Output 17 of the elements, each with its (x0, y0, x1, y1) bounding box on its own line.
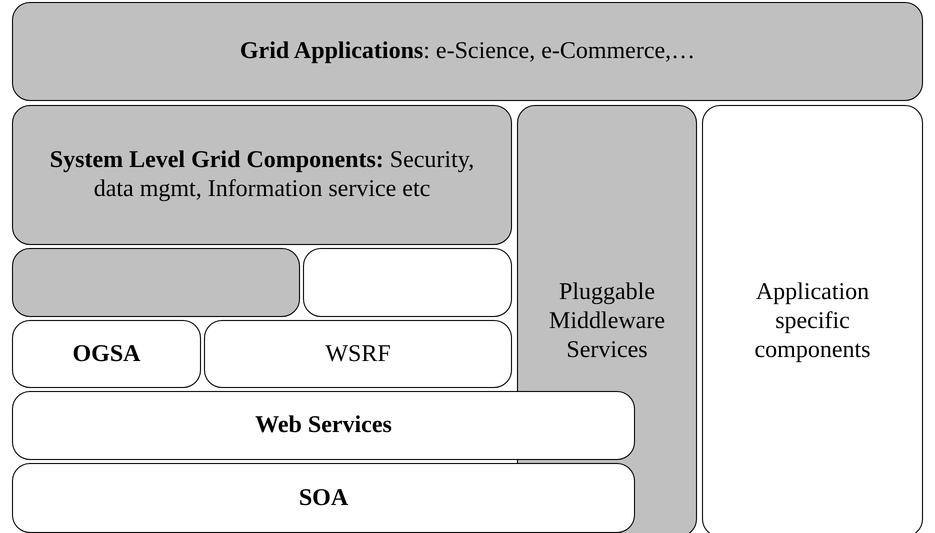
layer-box (12, 2, 923, 101)
layer-box (12, 463, 635, 533)
layer-label: Application specific components (754, 278, 872, 364)
layer-box (12, 391, 635, 460)
layer-label: System Level Grid Components: Security, data mgmt, Information service etc (48, 146, 476, 204)
layer-label: Web Services (255, 411, 392, 440)
layer-box (204, 320, 512, 388)
layer-label: SOA (298, 484, 348, 512)
layer-label: WSRF (325, 340, 391, 368)
layer-box (12, 320, 201, 388)
layer-label: Grid Applications: e-Science, e-Commerce,… (240, 37, 696, 66)
layer-box (12, 105, 512, 245)
column-box (702, 105, 923, 533)
layer-box (303, 248, 512, 317)
layer-box (12, 248, 300, 317)
layer-label: OGSA (72, 340, 140, 368)
layer-label: Pluggable Middleware Services (548, 278, 666, 364)
